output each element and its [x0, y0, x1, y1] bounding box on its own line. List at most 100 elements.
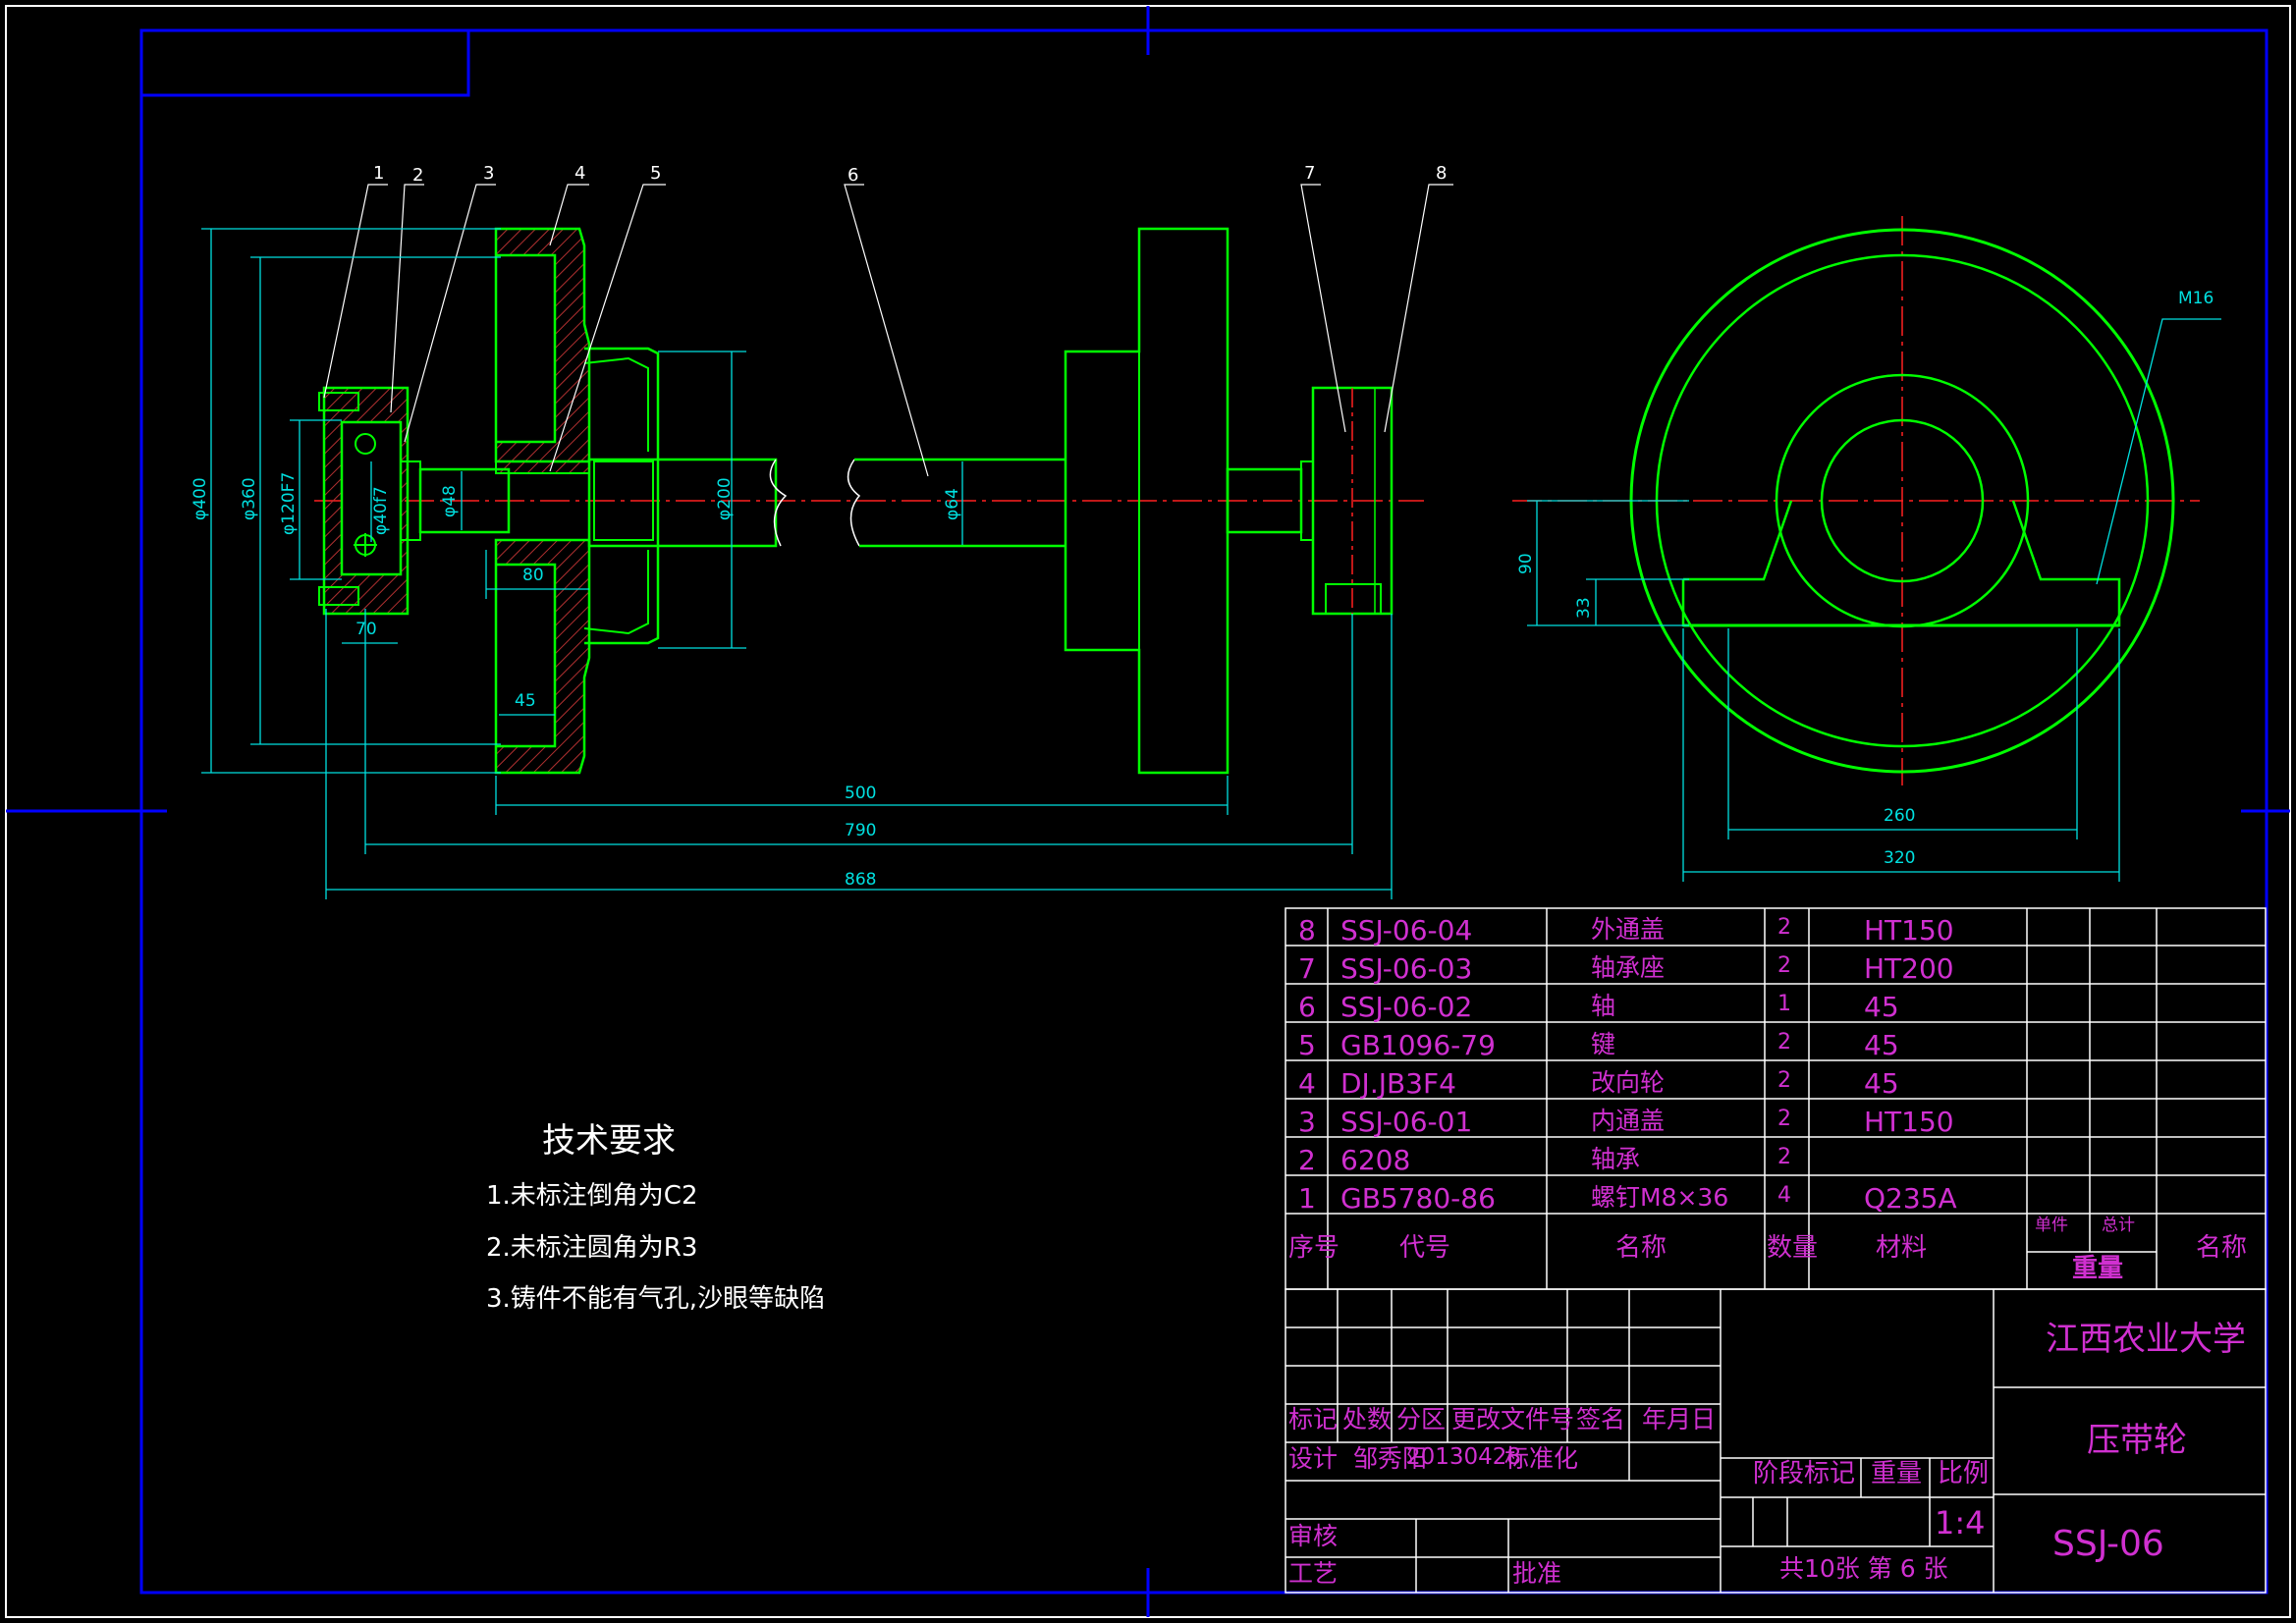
bom-cell-code: SSJ-06-01: [1340, 1106, 1473, 1138]
tb-mark: 标记: [1288, 1405, 1339, 1434]
tech-title: 技术要求: [542, 1121, 676, 1161]
dim-phi200: φ200: [715, 477, 735, 520]
dim-phi40: φ40f7: [371, 486, 391, 535]
dim-500: 500: [845, 784, 877, 803]
pulley-section: [494, 227, 660, 775]
bom-cell-code: GB5780-86: [1340, 1182, 1496, 1215]
side-view-dims: [1527, 318, 2221, 882]
dim-phi120: φ120F7: [279, 471, 299, 535]
tb-approve: 批准: [1512, 1559, 1562, 1588]
bom-cell-mat: 45: [1864, 1029, 1899, 1061]
tech-item-3: 3.铸件不能有气孔,沙眼等缺陷: [486, 1284, 826, 1314]
bom-cell-name: 轴: [1591, 992, 1616, 1020]
centering-marks: [6, 6, 2290, 1617]
dim-320: 320: [1884, 848, 1916, 868]
bom-cell-no: 7: [1298, 952, 1316, 985]
bom-cell-mat: HT200: [1864, 952, 1954, 985]
bom-h-name: 名称: [1615, 1233, 1667, 1263]
tb-sign: 签名: [1576, 1405, 1626, 1434]
dim-90: 90: [1516, 553, 1536, 574]
bom-cell-mat: 45: [1864, 1067, 1899, 1100]
bom-cell-code: GB1096-79: [1340, 1029, 1496, 1061]
tb-process: 工艺: [1288, 1559, 1339, 1588]
bom-cell-code: SSJ-06-04: [1340, 914, 1473, 947]
leader-3: 3: [483, 163, 495, 184]
bom-cell-no: 1: [1298, 1182, 1316, 1215]
tb-zone: 分区: [1396, 1405, 1447, 1434]
bom-h-weight: 重量: [2072, 1254, 2124, 1283]
tb-change-doc: 更改文件号: [1451, 1405, 1575, 1434]
bom-cell-code: SSJ-06-02: [1340, 991, 1473, 1023]
bom-cell-name: 改向轮: [1591, 1068, 1666, 1097]
bom-h-no: 序号: [1288, 1233, 1340, 1263]
tb-drawing-no: SSJ-06: [2052, 1524, 2164, 1564]
dim-45: 45: [515, 691, 536, 711]
shaft: [418, 458, 1066, 548]
dim-80: 80: [522, 566, 544, 585]
bom-grid: [1285, 907, 2267, 1594]
bom-cell-no: 3: [1298, 1106, 1316, 1138]
inner-border: [139, 28, 2269, 1595]
tb-university: 江西农业大学: [2046, 1320, 2246, 1359]
leader-4: 4: [574, 163, 586, 184]
leader-2: 2: [412, 165, 424, 186]
tb-standardize: 标准化: [1504, 1444, 1579, 1473]
bom-cell-qty: 2: [1777, 1068, 1791, 1093]
bom-cell-qty: 2: [1777, 1107, 1791, 1131]
bom-cell-qty: 2: [1777, 1145, 1791, 1169]
dim-260: 260: [1884, 806, 1916, 826]
bom-cell-code: DJ.JB3F4: [1340, 1067, 1456, 1100]
bom-cell-mat: Q235A: [1864, 1182, 1957, 1215]
tech-item-2: 2.未标注圆角为R3: [486, 1233, 698, 1263]
dim-phi48: φ48: [440, 485, 460, 517]
tb-stage: 阶段标记: [1753, 1459, 1856, 1488]
bom-cell-qty: 4: [1777, 1183, 1791, 1208]
tb-review: 审核: [1288, 1522, 1339, 1550]
leader-1: 1: [373, 163, 385, 184]
bom-cell-no: 2: [1298, 1144, 1316, 1176]
bom-cell-no: 5: [1298, 1029, 1316, 1061]
dim-phi64: φ64: [943, 488, 962, 520]
bom-cell-code: SSJ-06-03: [1340, 952, 1473, 985]
leader-6: 6: [847, 165, 859, 186]
bom-cell-qty: 2: [1777, 915, 1791, 940]
bom-cell-name: 外通盖: [1591, 915, 1666, 944]
leader-5: 5: [650, 163, 662, 184]
dim-790: 790: [845, 821, 877, 840]
tb-sheets: 共10张 第 6 张: [1779, 1554, 1948, 1583]
tb-weight: 重量: [1871, 1459, 1923, 1488]
bom-h-remark: 名称: [2196, 1233, 2248, 1263]
leader-lines: [323, 184, 1453, 477]
bom-cell-name: 螺钉M8×36: [1591, 1183, 1729, 1212]
bom-cell-qty: 2: [1777, 953, 1791, 978]
tb-count: 处数: [1342, 1405, 1393, 1434]
leader-8: 8: [1436, 163, 1448, 184]
drum-right: [1064, 227, 1394, 775]
bom-cell-code: 6208: [1340, 1144, 1411, 1176]
bom-cell-name: 轴承座: [1591, 953, 1666, 982]
tb-design-date: 20130428: [1406, 1444, 1522, 1470]
bom-h-code: 代号: [1399, 1233, 1451, 1263]
tb-date: 年月日: [1642, 1405, 1717, 1434]
leader-7: 7: [1304, 163, 1316, 184]
bom-cell-mat: HT150: [1864, 1106, 1954, 1138]
bom-cell-mat: HT150: [1864, 914, 1954, 947]
bom-h-mat: 材料: [1876, 1233, 1928, 1263]
dim-33: 33: [1574, 597, 1594, 619]
dim-phi360: φ360: [240, 477, 259, 520]
bom-cell-no: 8: [1298, 914, 1316, 947]
bom-h-qty: 数量: [1767, 1233, 1819, 1263]
bom-cell-no: 4: [1298, 1067, 1316, 1100]
bom-cell-name: 内通盖: [1591, 1107, 1666, 1135]
outer-border: [5, 5, 2291, 1618]
dim-m16: M16: [2178, 289, 2214, 308]
bom-cell-name: 轴承: [1591, 1145, 1641, 1173]
bom-h-total: 总计: [2102, 1216, 2135, 1235]
dim-phi400: φ400: [191, 477, 210, 520]
bom-h-single: 单件: [2035, 1216, 2068, 1235]
dim-70: 70: [355, 620, 377, 639]
corner-box: [139, 28, 470, 97]
bom-cell-mat: 45: [1864, 991, 1899, 1023]
